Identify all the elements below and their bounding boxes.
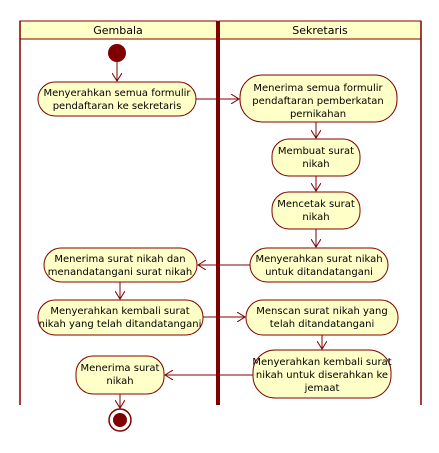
activity-a8: Menscan surat nikah yang telah ditandata… bbox=[245, 299, 399, 336]
activity-a9-line3: jemaat bbox=[304, 383, 340, 394]
activity-a10-line1: Menerima surat bbox=[81, 363, 160, 374]
lane-title-gembala: Gembala bbox=[93, 24, 143, 37]
activity-a4-line2: nikah bbox=[302, 212, 329, 223]
activity-a10-line2: nikah bbox=[106, 376, 133, 387]
activity-a5: Menyerahkan surat nikah untuk ditandatan… bbox=[249, 247, 389, 283]
activity-a5-line1: Menyerahkan surat nikah bbox=[255, 254, 382, 265]
activity-a5-line2: untuk ditandatangani bbox=[265, 267, 373, 278]
activity-a7: Menyerahkan kembali surat nikah yang tel… bbox=[37, 299, 204, 336]
activity-a6-line1: Menerima surat nikah dan bbox=[54, 254, 185, 265]
activity-a8-line1: Menscan surat nikah yang bbox=[256, 306, 387, 317]
activity-a2: Menerima semua formulir pendaftaran pemb… bbox=[239, 74, 398, 123]
activity-a9: Menyerahkan kembali surat nikah untuk di… bbox=[252, 349, 392, 399]
activity-a2-line3: pernikahan bbox=[290, 109, 346, 120]
lane-title-sekretaris: Sekretaris bbox=[292, 24, 348, 37]
activity-a1-line2: pendaftaran ke sekretaris bbox=[53, 101, 182, 112]
activity-a7-line1: Menyerahkan kembali surat bbox=[50, 306, 189, 317]
activity-a3-line2: nikah bbox=[302, 159, 329, 170]
activity-a6-line2: menandatangani surat nikah bbox=[48, 267, 192, 278]
activity-a4-line1: Mencetak surat bbox=[277, 199, 355, 210]
activity-a4: Mencetak surat nikah bbox=[271, 191, 361, 230]
activity-a1-line1: Menyerahkan semua formulir bbox=[43, 88, 191, 99]
initial-node bbox=[108, 44, 126, 62]
activity-a9-line1: Menyerahkan kembali surat bbox=[252, 357, 391, 368]
final-node bbox=[108, 408, 132, 432]
activity-a3: Membuat surat nikah bbox=[271, 138, 361, 177]
activity-a2-line1: Menerima semua formulir bbox=[253, 83, 383, 94]
activity-a6: Menerima surat nikah dan menandatangani … bbox=[43, 247, 198, 283]
activity-a9-line2: nikah untuk diserahkan ke bbox=[256, 370, 388, 381]
activity-a2-line2: pendaftaran pemberkatan bbox=[252, 96, 383, 107]
activity-a8-line2: telah ditandatangani bbox=[270, 319, 374, 330]
activity-a7-line2: nikah yang telah ditandatangani bbox=[39, 319, 202, 330]
activity-a1: Menyerahkan semua formulir pendaftaran k… bbox=[37, 81, 197, 117]
activity-a3-line1: Membuat surat bbox=[278, 146, 354, 157]
activity-a10: Menerima surat nikah bbox=[75, 355, 165, 395]
